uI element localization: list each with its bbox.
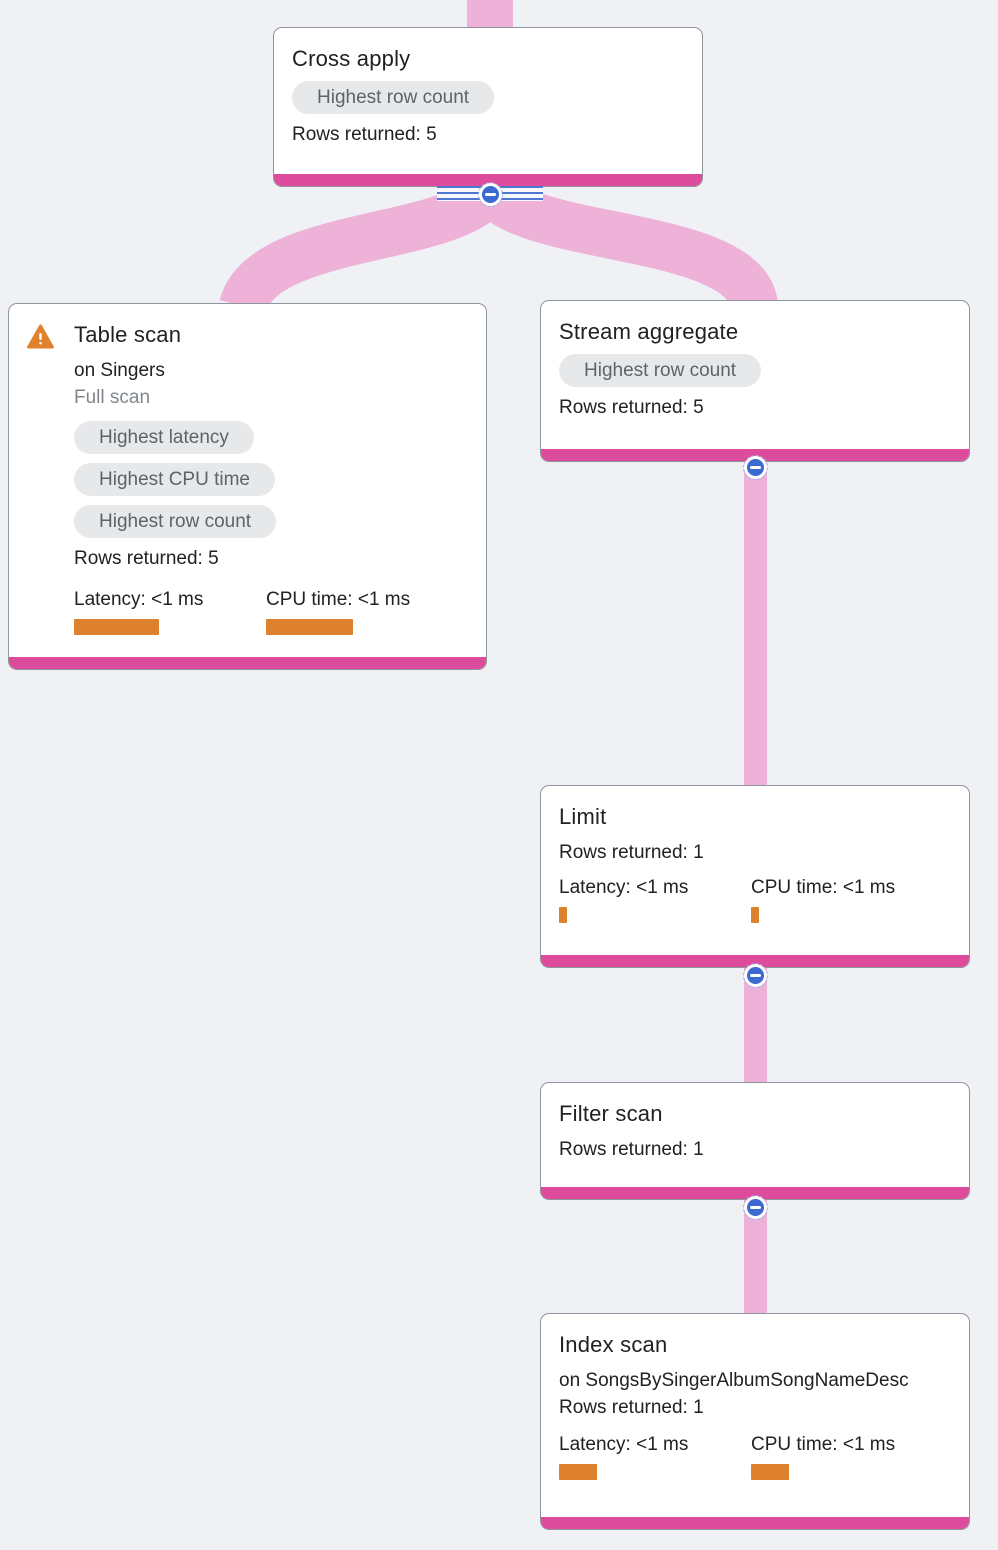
badge-highest-row-count: Highest row count xyxy=(74,505,277,538)
edge-cross-apply-to-stream-aggregate xyxy=(470,174,778,312)
collapse-button-stream-aggregate[interactable] xyxy=(742,454,768,480)
badge-highest-row-count: Highest row count xyxy=(559,354,762,387)
node-accent-strip xyxy=(541,1187,969,1199)
rows-returned-label: Rows returned: 5 xyxy=(292,124,437,145)
rows-returned-label: Rows returned: 1 xyxy=(559,1397,704,1418)
node-card-stream-aggregate[interactable]: Stream aggregate Highest row count Rows … xyxy=(540,300,970,462)
node-title: Table scan xyxy=(74,322,182,347)
rows-returned-label: Rows returned: 5 xyxy=(559,397,704,418)
node-title: Filter scan xyxy=(559,1101,663,1126)
cpu-time-bar xyxy=(751,907,759,923)
latency-label: Latency: <1 ms xyxy=(559,877,689,898)
cpu-time-label: CPU time: <1 ms xyxy=(751,1434,896,1455)
minus-circle-icon xyxy=(477,181,503,207)
collapse-button-filter-scan[interactable] xyxy=(742,1194,768,1220)
node-title: Limit xyxy=(559,804,607,829)
collapse-button-cross-apply[interactable] xyxy=(477,181,503,207)
node-accent-strip xyxy=(274,174,702,186)
minus-circle-icon xyxy=(742,454,768,480)
node-card-limit[interactable]: Limit Rows returned: 1 Latency: <1 ms CP… xyxy=(540,785,970,968)
edge-cross-apply-to-table-scan xyxy=(219,174,510,315)
latency-bar xyxy=(559,1464,597,1480)
node-card-cross-apply[interactable]: Cross apply Highest row count Rows retur… xyxy=(273,27,703,187)
node-title: Cross apply xyxy=(292,46,411,71)
rows-returned-label: Rows returned: 5 xyxy=(74,548,219,569)
node-accent-strip xyxy=(541,1517,969,1529)
cpu-time-bar xyxy=(751,1464,789,1480)
rows-returned-label: Rows returned: 1 xyxy=(559,1139,704,1160)
latency-label: Latency: <1 ms xyxy=(559,1434,689,1455)
node-accent-strip xyxy=(9,657,486,669)
node-subtitle: on SongsBySingerAlbumSongNameDesc xyxy=(559,1370,909,1391)
badge-highest-cpu-time: Highest CPU time xyxy=(74,463,275,496)
node-card-table-scan[interactable]: Table scan on Singers Full scan Highest … xyxy=(8,303,487,670)
node-card-index-scan[interactable]: Index scan on SongsBySingerAlbumSongName… xyxy=(540,1313,970,1530)
edge-filter-scan-to-index-scan xyxy=(744,1196,767,1318)
minus-circle-icon xyxy=(742,962,768,988)
latency-bar xyxy=(74,619,159,635)
warning-triangle-icon xyxy=(27,324,54,353)
badge-highest-row-count: Highest row count xyxy=(292,81,495,114)
edge-stream-aggregate-to-limit xyxy=(744,458,767,790)
node-accent-strip xyxy=(541,955,969,967)
latency-label: Latency: <1 ms xyxy=(74,589,204,610)
rows-returned-label: Rows returned: 1 xyxy=(559,842,704,863)
badge-highest-latency: Highest latency xyxy=(74,421,254,454)
cpu-time-label: CPU time: <1 ms xyxy=(751,877,896,898)
node-card-filter-scan[interactable]: Filter scan Rows returned: 1 xyxy=(540,1082,970,1200)
edge-top-into-cross-apply xyxy=(467,0,513,29)
latency-bar xyxy=(559,907,567,923)
scan-type-label: Full scan xyxy=(74,387,151,408)
collapse-button-limit[interactable] xyxy=(742,962,768,988)
edge-limit-to-filter-scan xyxy=(744,962,767,1086)
node-title: Index scan xyxy=(559,1332,668,1357)
node-accent-strip xyxy=(541,449,969,461)
cpu-time-bar xyxy=(266,619,353,635)
node-title: Stream aggregate xyxy=(559,319,739,344)
cpu-time-label: CPU time: <1 ms xyxy=(266,589,411,610)
minus-circle-icon xyxy=(742,1194,768,1220)
node-subtitle: on Singers xyxy=(74,360,165,381)
